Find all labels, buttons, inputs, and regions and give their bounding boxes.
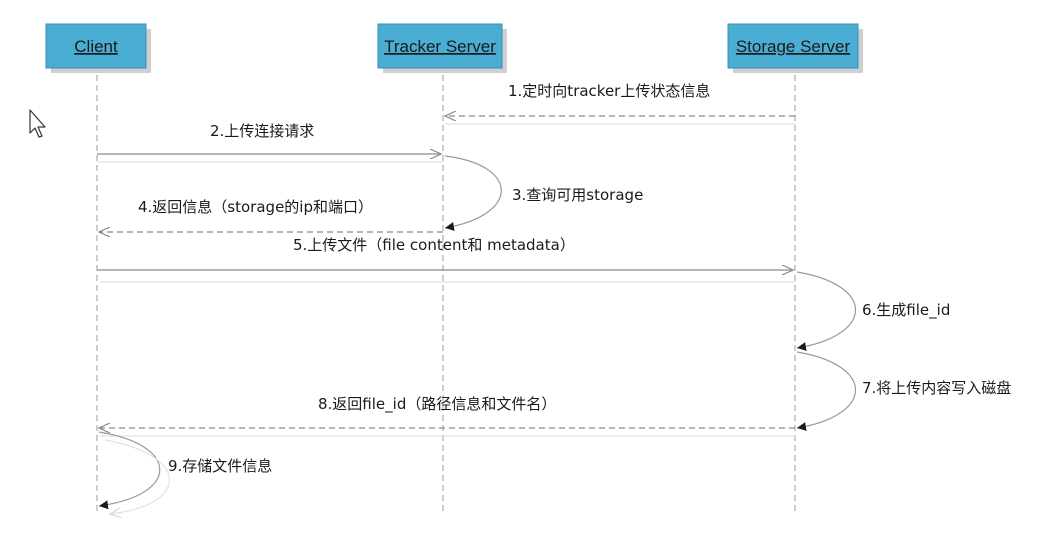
message-8-label: 8.返回file_id（路径信息和文件名） <box>318 395 556 414</box>
message-1-label: 1.定时向tracker上传状态信息 <box>508 82 710 100</box>
actor-storage-label: Storage Server <box>736 37 851 56</box>
actor-tracker-label: Tracker Server <box>384 37 496 56</box>
message-3-label: 3.查询可用storage <box>512 186 643 204</box>
message-9-ghost-arc <box>104 439 170 514</box>
actor-client: Client <box>45 23 151 73</box>
actor-client-label: Client <box>74 37 118 56</box>
message-6-self-arc <box>796 271 856 351</box>
actor-storage-server: Storage Server <box>727 23 863 73</box>
message-9-self-arc <box>98 431 161 510</box>
message-2-label: 2.上传连接请求 <box>210 122 314 140</box>
message-6-label: 6.生成file_id <box>862 301 950 320</box>
message-5-label: 5.上传文件（file content和 metadata） <box>293 236 575 254</box>
message-7-self-arc <box>796 351 856 431</box>
mouse-pointer-icon <box>29 109 46 138</box>
message-9-label: 9.存储文件信息 <box>168 457 272 475</box>
message-7-label: 7.将上传内容写入磁盘 <box>862 379 1011 397</box>
actor-tracker-server: Tracker Server <box>377 23 507 73</box>
message-3-self-arc <box>444 155 502 231</box>
message-4-label: 4.返回信息（storage的ip和端口） <box>138 198 373 216</box>
